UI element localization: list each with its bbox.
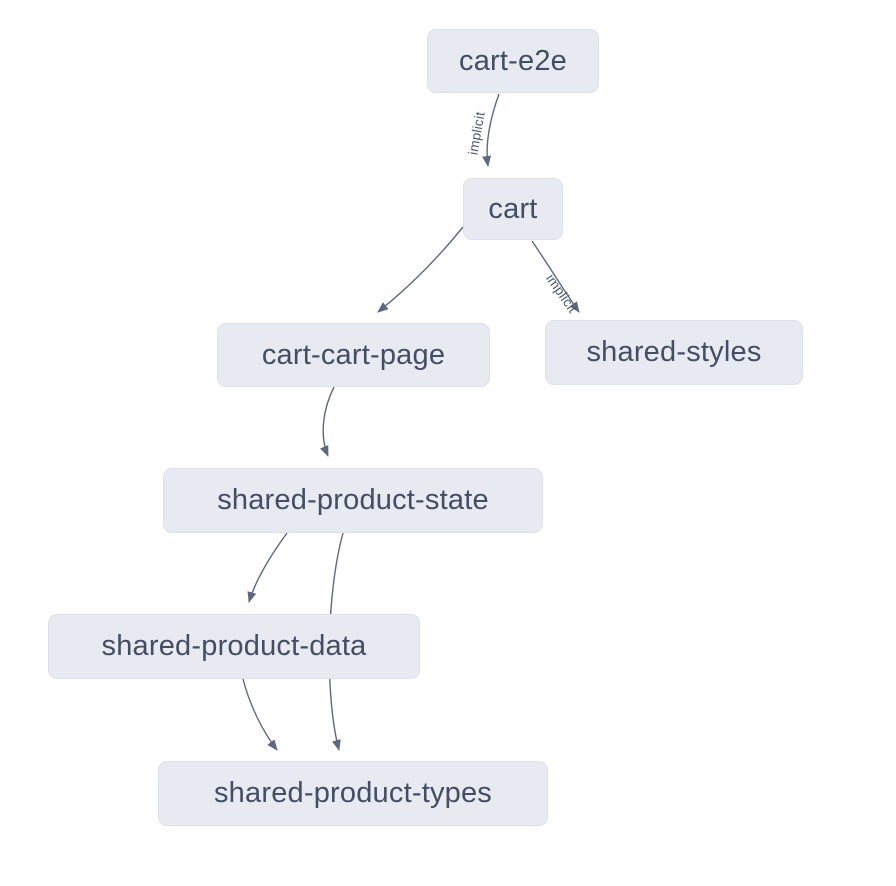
graph-node-shared-product-types[interactable]: shared-product-types xyxy=(158,761,548,826)
edge-cart-to-cart-cart-page xyxy=(377,226,464,313)
edge-shared-product-state-to-shared-product-data xyxy=(247,532,288,603)
node-label: shared-styles xyxy=(586,336,762,368)
edge-cart-e2e-to-cart xyxy=(482,93,500,167)
edge-label-implicit-cart-shared-styles: implicit xyxy=(543,271,580,315)
graph-node-cart-cart-page[interactable]: cart-cart-page xyxy=(217,323,490,387)
edge-label-implicit-cart-e2e-cart: implicit xyxy=(465,110,487,156)
graph-node-shared-styles[interactable]: shared-styles xyxy=(545,320,803,385)
graph-node-cart[interactable]: cart xyxy=(463,178,563,240)
node-label: shared-product-types xyxy=(213,777,493,809)
edge-cart-to-shared-styles xyxy=(531,240,580,313)
node-label: shared-product-data xyxy=(101,630,367,662)
edge-cart-cart-page-to-shared-product-state xyxy=(319,386,335,457)
node-label: shared-product-state xyxy=(217,484,489,516)
graph-node-cart-e2e[interactable]: cart-e2e xyxy=(427,29,599,93)
edge-shared-product-data-to-shared-product-types xyxy=(242,678,278,751)
node-label: cart-e2e xyxy=(459,44,567,77)
graph-node-shared-product-data[interactable]: shared-product-data xyxy=(48,614,420,679)
graph-node-shared-product-state[interactable]: shared-product-state xyxy=(163,468,543,533)
node-label: cart-cart-page xyxy=(261,338,446,371)
node-label: cart xyxy=(488,192,538,225)
